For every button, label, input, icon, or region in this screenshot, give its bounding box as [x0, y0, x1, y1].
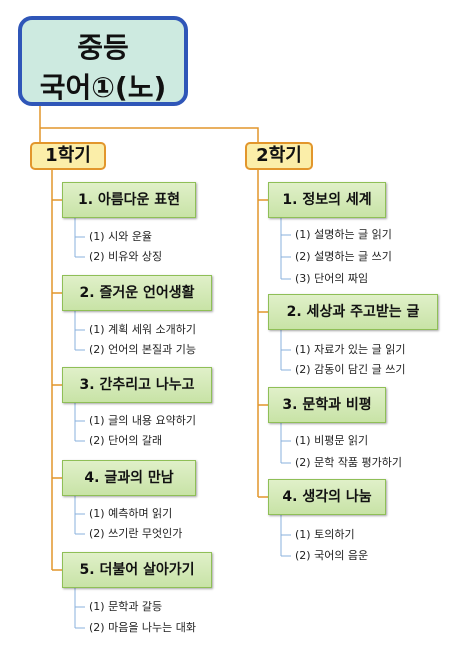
unit-1-5: 5. 더불어 살아가기: [62, 552, 212, 588]
title-line1: 중등: [77, 31, 129, 64]
unit-2-3: 3. 문학과 비평: [268, 387, 386, 423]
unit-2-3-item-2: (2) 문학 작품 평가하기: [295, 456, 403, 469]
unit-2-1-item-3: (3) 단어의 짜임: [295, 272, 369, 285]
unit-1-1-item-2: (2) 비유와 상징: [89, 250, 163, 263]
unit-2-1: 1. 정보의 세계: [268, 182, 386, 218]
semester-1-label: 1학기: [30, 142, 106, 170]
unit-1-3-item-1: (1) 글의 내용 요약하기: [89, 414, 197, 427]
title-line2: 국어①(노): [39, 71, 167, 104]
unit-2-2-item-1: (1) 자료가 있는 글 읽기: [295, 343, 406, 356]
semester-2-label: 2학기: [245, 142, 313, 170]
unit-1-5-item-1: (1) 문학과 갈등: [89, 600, 163, 613]
unit-2-4-item-2: (2) 국어의 음운: [295, 549, 369, 562]
unit-2-1-item-1: (1) 설명하는 글 읽기: [295, 228, 392, 241]
unit-2-4-item-1: (1) 토의하기: [295, 528, 355, 541]
unit-1-2: 2. 즐거운 언어생활: [62, 275, 212, 311]
unit-2-1-item-2: (2) 설명하는 글 쓰기: [295, 250, 392, 263]
title-box: 중등 국어①(노): [18, 16, 188, 106]
unit-1-3-item-2: (2) 단어의 갈래: [89, 434, 163, 447]
unit-2-2: 2. 세상과 주고받는 글: [268, 294, 438, 330]
unit-1-3: 3. 간추리고 나누고: [62, 367, 212, 403]
unit-1-4-item-1: (1) 예측하며 읽기: [89, 507, 173, 520]
unit-1-4-item-2: (2) 쓰기란 무엇인가: [89, 527, 183, 540]
unit-1-1-item-1: (1) 시와 운율: [89, 230, 153, 243]
unit-1-1: 1. 아름다운 표현: [62, 182, 196, 218]
unit-1-5-item-2: (2) 마음을 나누는 대화: [89, 621, 197, 634]
unit-1-4: 4. 글과의 만남: [62, 460, 196, 496]
unit-1-2-item-1: (1) 계획 세워 소개하기: [89, 323, 197, 336]
unit-1-2-item-2: (2) 언어의 본질과 기능: [89, 343, 197, 356]
unit-2-3-item-1: (1) 비평문 읽기: [295, 434, 369, 447]
unit-2-4: 4. 생각의 나눔: [268, 479, 386, 515]
unit-2-2-item-2: (2) 감동이 담긴 글 쓰기: [295, 363, 406, 376]
